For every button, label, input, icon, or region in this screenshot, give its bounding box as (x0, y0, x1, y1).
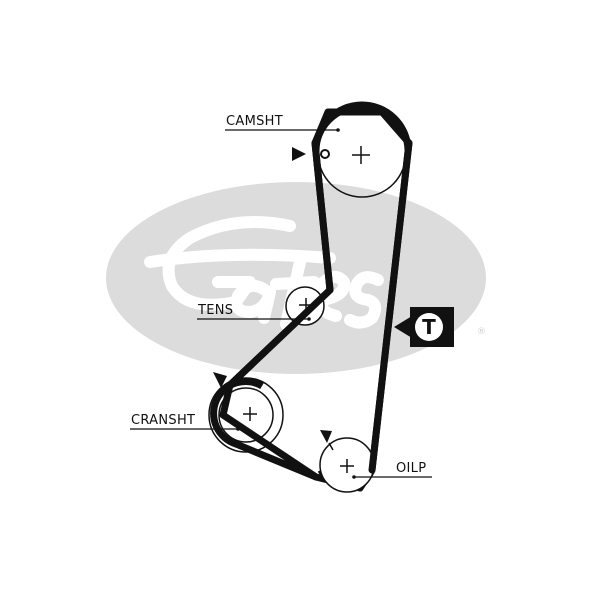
label-crankshaft: CRANSHT (131, 413, 195, 428)
oil-pump-marker-tick (328, 442, 334, 451)
label-oil-pump-group: OILP (352, 461, 432, 479)
leader-dot-tensioner (307, 317, 311, 321)
label-crankshaft-group: CRANSHT (130, 413, 240, 431)
leader-dot-oil-pump (352, 475, 356, 479)
tension-pointer (394, 316, 412, 338)
triangle-marker-icon (213, 372, 227, 388)
leader-dot-crankshaft (236, 427, 240, 431)
label-oil-pump: OILP (396, 461, 426, 476)
plus-icon (352, 146, 370, 164)
plus-icon (340, 459, 354, 473)
triangle-marker-icon (292, 147, 306, 161)
plus-icon (243, 407, 257, 421)
label-tensioner: TENS (197, 303, 233, 318)
crankshaft-pulley (208, 372, 284, 453)
crankshaft-marker-tick (224, 385, 230, 395)
tensioner-pulley (285, 286, 325, 326)
camshaft-pulley-circle (317, 108, 407, 198)
watermark-registered-mark: ® (477, 327, 486, 337)
tensioner-pulley-circle (285, 286, 325, 326)
crankshaft-outer-circle (208, 377, 284, 453)
oil-pump-pulley (319, 430, 375, 493)
leader-dot-camshaft (336, 128, 340, 132)
label-camshaft-group: CAMSHT (225, 114, 340, 132)
belt-wrap-camshaft (312, 101, 412, 153)
label-tensioner-group: TENS (197, 303, 311, 321)
belt-wrap-crankshaft (210, 378, 264, 448)
tension-t-icon: T (394, 307, 454, 347)
camshaft-timing-dot (320, 149, 330, 159)
triangle-marker-icon (320, 430, 332, 443)
crankshaft-inner-circle (218, 387, 274, 443)
tension-badge-circle (415, 313, 443, 341)
timing-belt-overlay (226, 139, 413, 481)
label-camshaft: CAMSHT (226, 114, 283, 129)
tension-badge-letter: T (422, 315, 436, 339)
